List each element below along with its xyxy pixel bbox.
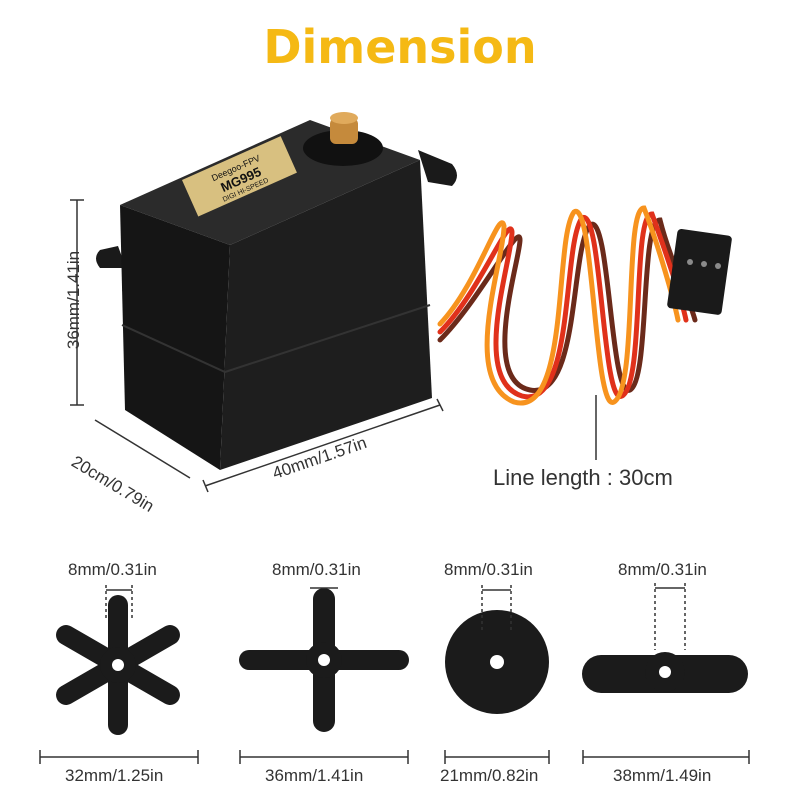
line-length-label: Line length : 30cm [493, 465, 673, 490]
horn-six-arm [56, 595, 180, 735]
servo-wires [437, 205, 698, 406]
horn-bar [582, 652, 748, 693]
servo-connector [667, 229, 732, 315]
brass-spline [330, 118, 358, 144]
horn-4-span-label: 38mm/1.49in [613, 766, 712, 785]
servo-body: Deegoo-FPV MG995 DIGI HI-SPEED [96, 112, 457, 470]
page-title: Dimension [263, 20, 537, 74]
horn-four-arm [239, 588, 409, 732]
horn-3-span-label: 21mm/0.82in [440, 766, 539, 785]
horn-4-hub-label: 8mm/0.31in [618, 560, 707, 579]
horn-1-hub-label: 8mm/0.31in [68, 560, 157, 579]
horn-2-span-label: 36mm/1.41in [265, 766, 364, 785]
servo-height-label: 36mm/1.41in [64, 250, 83, 350]
horn-2-hub-label: 8mm/0.31in [272, 560, 361, 579]
servo-dimension-lines [70, 199, 597, 493]
horn-disc [445, 610, 549, 714]
horn-3-hub-label: 8mm/0.31in [444, 560, 533, 579]
horn-dimension-lines [39, 583, 750, 764]
horn-1-span-label: 32mm/1.25in [65, 766, 164, 785]
